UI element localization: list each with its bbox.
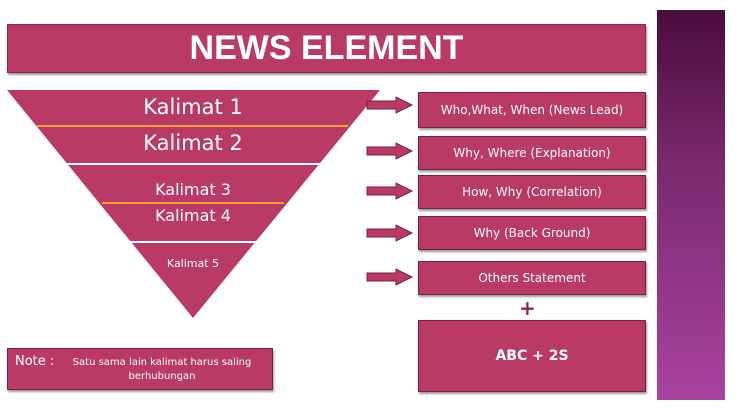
pyramid-label-2: Kalimat 2 — [143, 131, 243, 155]
element-box-5: Others Statement — [418, 261, 646, 295]
formula-box: ABC + 2S — [418, 320, 646, 392]
arrow-right-icon — [366, 224, 414, 242]
element-box-2: Why, Where (Explanation) — [418, 136, 646, 170]
element-box-4: Why (Back Ground) — [418, 216, 646, 250]
pyramid-label-5: Kalimat 5 — [166, 257, 220, 270]
arrow-right-icon — [366, 182, 414, 200]
element-box-1: Who,What, When (News Lead) — [418, 92, 646, 128]
arrow-right-icon — [366, 96, 414, 114]
pyramid-label-1: Kalimat 1 — [143, 95, 243, 119]
note-label: Note : — [15, 354, 55, 369]
arrow-right-icon — [366, 268, 414, 286]
plus-icon: + — [519, 296, 536, 320]
pyramid-label-4: Kalimat 4 — [155, 206, 231, 225]
note-text: Satu sama lain kalimat harus saling berh… — [72, 357, 252, 382]
slide-title: NEWS ELEMENT — [7, 24, 646, 73]
arrow-right-icon — [366, 142, 414, 160]
decorative-band — [657, 10, 725, 400]
element-box-3: How, Why (Correlation) — [418, 175, 646, 209]
pyramid-label-3: Kalimat 3 — [155, 180, 231, 199]
note-box: Note : Satu sama lain kalimat harus sali… — [7, 348, 273, 390]
